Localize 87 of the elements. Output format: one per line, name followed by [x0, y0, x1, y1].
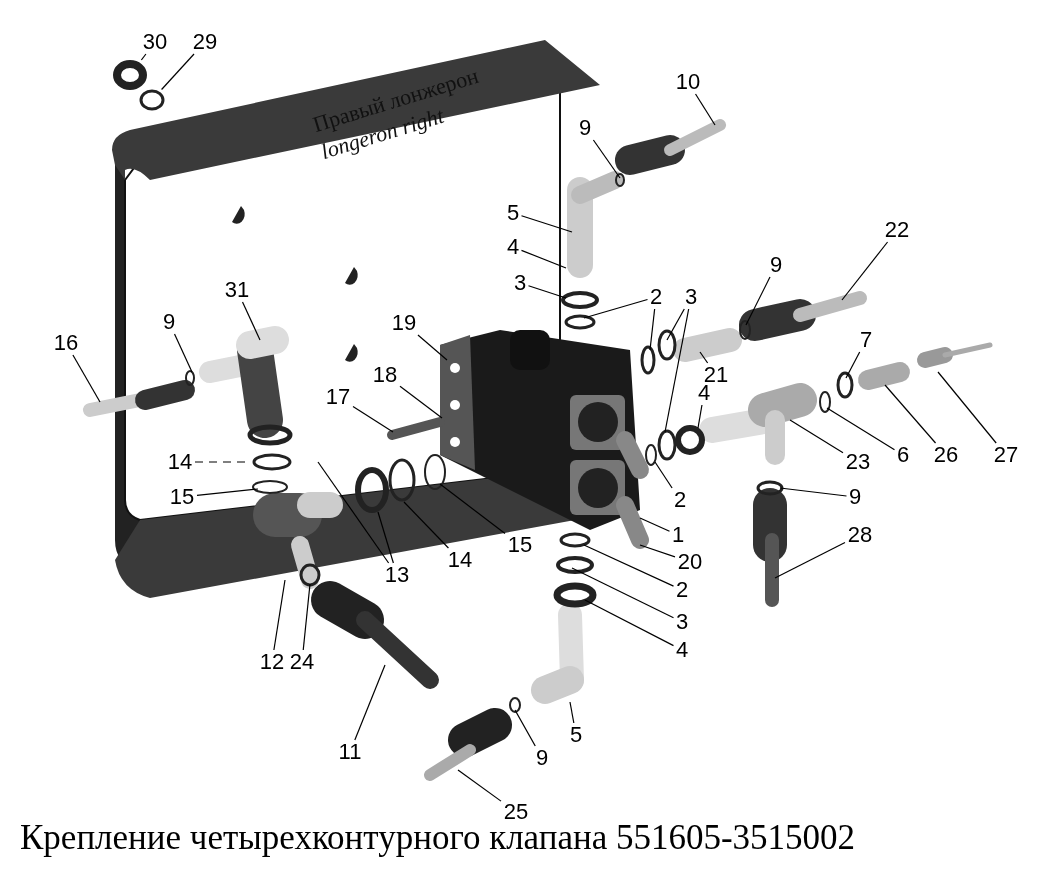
leader-line: [583, 298, 649, 319]
callout-number: 5: [504, 201, 522, 225]
leader-line: [694, 93, 716, 126]
leader-line: [377, 511, 394, 564]
callout-number: 14: [445, 548, 475, 572]
callout-number: 9: [160, 310, 178, 334]
callout-number: 17: [323, 385, 353, 409]
leader-line: [140, 53, 147, 61]
callout-number: 2: [647, 285, 665, 309]
callout-number: 27: [991, 443, 1021, 467]
callout-number: 7: [857, 328, 875, 352]
callout-number: 15: [505, 533, 535, 557]
callout-number: 14: [165, 450, 195, 474]
callout-number: 2: [673, 578, 691, 602]
leader-line: [520, 215, 573, 233]
leader-line: [583, 544, 675, 587]
leader-line: [520, 249, 567, 269]
leader-line: [826, 407, 896, 451]
callout-number: 10: [673, 70, 703, 94]
leader-line: [639, 544, 676, 558]
leader-line: [527, 285, 567, 299]
leader-line: [845, 351, 861, 379]
leader-line: [774, 542, 846, 579]
leader-line: [514, 709, 536, 747]
leader-line: [649, 308, 656, 351]
leader-line: [666, 308, 685, 341]
leader-line: [571, 567, 675, 619]
leader-line: [354, 664, 386, 741]
nut-drawing: [113, 60, 147, 90]
callout-number: 24: [287, 650, 317, 674]
callout-number: 20: [675, 550, 705, 574]
leader-line: [937, 371, 997, 444]
leader-line: [884, 384, 937, 444]
callout-number: 13: [382, 563, 412, 587]
callout-number: 16: [51, 331, 81, 355]
callout-number: 2: [671, 488, 689, 512]
leader-line: [745, 276, 771, 326]
callout-number: 4: [695, 381, 713, 405]
leader-line: [584, 599, 675, 647]
callout-number: 9: [846, 485, 864, 509]
callout-number: 29: [190, 30, 220, 54]
callout-number: 23: [843, 450, 873, 474]
leader-line: [417, 334, 448, 361]
callout-number: 31: [222, 278, 252, 302]
callout-number: 6: [894, 443, 912, 467]
leader-line: [173, 333, 193, 373]
leader-line: [592, 139, 621, 179]
callout-number: 19: [389, 311, 419, 335]
callout-number: 5: [567, 723, 585, 747]
leader-line: [241, 301, 261, 341]
leader-line: [841, 241, 889, 301]
leader-line: [779, 487, 848, 497]
callout-number: 22: [882, 218, 912, 242]
washer-drawing: [139, 89, 165, 111]
callout-number: 4: [504, 235, 522, 259]
callout-number: 9: [576, 116, 594, 140]
leader-line: [789, 419, 844, 454]
callout-number: 12: [257, 650, 287, 674]
leader-line: [72, 354, 101, 403]
leader-line: [569, 701, 575, 724]
callout-number: 3: [673, 610, 691, 634]
leader-line: [699, 351, 709, 364]
leader-line: [273, 579, 286, 651]
callout-number: 26: [931, 443, 961, 467]
callout-number: 18: [370, 363, 400, 387]
leader-line: [352, 405, 394, 433]
callout-number: 9: [533, 746, 551, 770]
callout-number: 3: [511, 271, 529, 295]
leader-line: [654, 461, 673, 489]
callout-number: 9: [767, 253, 785, 277]
callout-number: 30: [140, 30, 170, 54]
callout-number: 3: [682, 285, 700, 309]
callout-number: 4: [673, 638, 691, 662]
leader-line: [399, 385, 443, 419]
leader-line: [317, 461, 390, 564]
leader-line: [697, 404, 703, 429]
callout-number: 11: [335, 740, 365, 764]
leader-line: [664, 308, 690, 433]
leader-line: [161, 53, 195, 91]
leader-line: [457, 769, 502, 802]
leader-line: [196, 488, 259, 497]
leader-line: [439, 483, 506, 535]
callout-number: 1: [669, 523, 687, 547]
leader-line: [302, 583, 311, 651]
leader-line: [639, 517, 671, 532]
callout-number: 15: [167, 485, 197, 509]
callout-number: 28: [845, 523, 875, 547]
